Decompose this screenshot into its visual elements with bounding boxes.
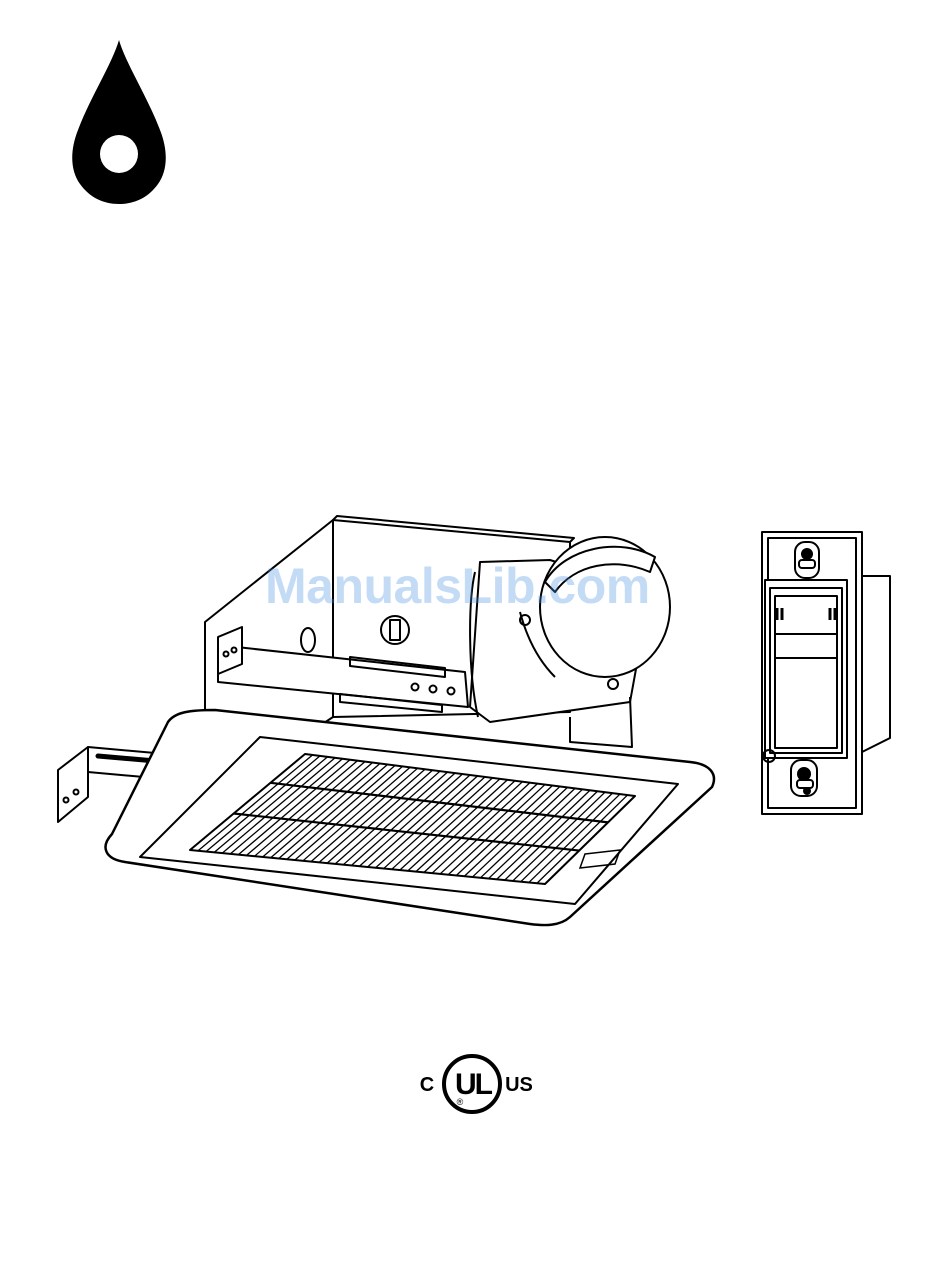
wall-sensor-switch-illustration	[755, 528, 900, 818]
cert-right-letters: US	[505, 1074, 533, 1096]
ul-listed-mark-icon: C UL ® US	[415, 1050, 540, 1116]
water-drop-icon	[68, 38, 170, 204]
watermark-text: ManualsLib.com	[265, 556, 705, 616]
cert-registered-symbol: ®	[457, 1097, 464, 1107]
cert-left-letter: C	[420, 1074, 434, 1096]
